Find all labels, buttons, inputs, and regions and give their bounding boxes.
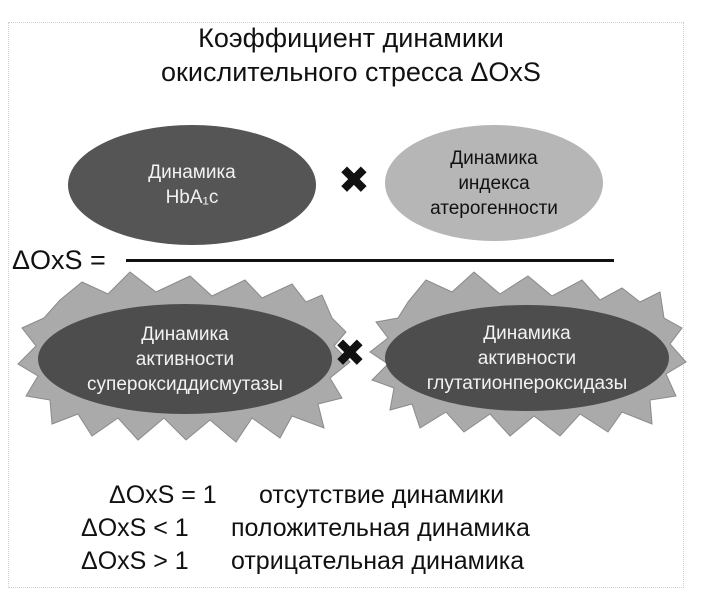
diagram-title-line1: Коэффициент динамики (198, 23, 504, 53)
gpx-label-line2: активности (477, 347, 577, 369)
diagram-title-line2: окислительного стресса ΔOxS (161, 57, 541, 87)
atherogenic-label-line3: атерогенности (430, 197, 558, 219)
hba1c-label-line2: HbA₁c (165, 187, 219, 208)
diagram-frame (8, 22, 684, 588)
multiply-icon-numerator: ✖ (338, 160, 370, 202)
fraction-line (126, 259, 614, 262)
multiply-icon-denominator: ✖ (334, 333, 366, 375)
sod-label-line3: супероксиддисмутазы (87, 373, 283, 395)
sod-label-line2: активности (135, 348, 235, 370)
legend-meaning: отсутствие динамики (259, 481, 505, 509)
legend-condition: ΔOxS = 1 (109, 481, 217, 509)
sod-label-line1: Динамика (141, 323, 229, 345)
sod-activity-ellipse: Динамика активности супероксиддисмутазы (38, 304, 332, 414)
legend-meaning: отрицательная динамика (231, 547, 525, 575)
legend-meaning: положительная динамика (231, 514, 530, 542)
legend-row-greater: ΔOxS > 1 отрицательная динамика (81, 546, 524, 576)
formula-label: ΔOxS = (12, 245, 106, 275)
legend-condition: ΔOxS > 1 (81, 547, 189, 575)
atherogenic-label-line1: Динамика (450, 147, 538, 169)
legend-row-less: ΔOxS < 1 положительная динамика (81, 513, 530, 543)
atherogenic-index-ellipse: Динамика индекса атерогенности (385, 125, 603, 241)
gpx-activity-ellipse: Динамика активности глутатионпероксидазы (385, 305, 669, 411)
legend-row-equal: ΔOxS = 1 отсутствие динамики (109, 480, 504, 510)
legend-condition: ΔOxS < 1 (81, 514, 189, 542)
atherogenic-label-line2: индекса (458, 172, 530, 194)
hba1c-dynamics-ellipse: Динамика HbA₁c (68, 125, 316, 245)
gpx-label-line1: Динамика (483, 322, 571, 344)
hba1c-label-line1: Динамика (148, 162, 236, 183)
gpx-label-line3: глутатионпероксидазы (426, 372, 628, 394)
